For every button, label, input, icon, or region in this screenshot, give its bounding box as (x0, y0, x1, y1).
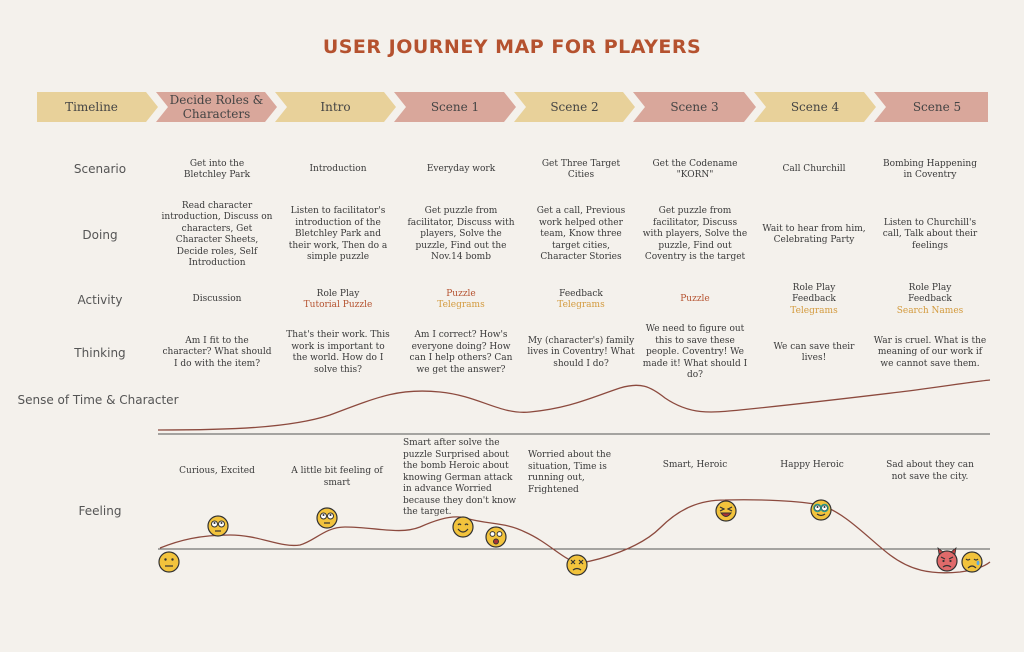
thinking-cell: My (character's) family lives in Coventr… (527, 335, 635, 369)
activity-item: Feedback (908, 294, 952, 305)
surprised-face-icon (485, 526, 507, 548)
rolling-eyes-face-icon (316, 507, 338, 529)
devil-face-icon (936, 547, 958, 572)
timeline-chevron (37, 92, 158, 122)
scenario-cell: Call Churchill (782, 164, 846, 175)
scenario-cell: Bombing Happening in Coventry (883, 158, 977, 181)
scenario-cell: Get into the Bletchley Park (183, 158, 251, 181)
timeline-label: Timeline (65, 100, 118, 114)
activity-item: Role Play (908, 282, 952, 293)
activity-cell: Discussion (158, 280, 276, 320)
neutral-face-icon (158, 551, 180, 573)
activity-item: Role Play (792, 282, 836, 293)
doing-cell: Get a call, Previous work helped other t… (536, 206, 626, 263)
timeline-chevron (275, 92, 396, 122)
feeling-cell: A little bit feeling of smart (291, 466, 383, 488)
smiling-face-icon (452, 516, 474, 538)
timeline-label: Scene 5 (912, 100, 962, 114)
doing-cell: Listen to Churchill's call, Talk about t… (882, 217, 978, 251)
thinking-cell: That's their work. This work is importan… (286, 330, 390, 375)
page-title: USER JOURNEY MAP FOR PLAYERS (322, 36, 702, 58)
timeline-label: Scene 4 (790, 100, 840, 114)
thinking-cell: We can save their lives! (773, 341, 855, 364)
thinking-cell: We need to figure out this to save these… (642, 324, 748, 381)
activity-item: Telegrams (557, 300, 605, 310)
timeline-label: Scene 1 (430, 100, 480, 114)
activity-item: Discussion (192, 294, 242, 305)
scenario-cell: Introduction (309, 164, 367, 175)
activity-item: Feedback (792, 294, 836, 305)
row-label-doing: Doing (82, 228, 118, 242)
feeling-cell: Smart after solve the puzzle Surprised a… (403, 438, 517, 517)
feeling-cell: Smart, Heroic (662, 460, 728, 470)
activity-item: Search Names (896, 305, 964, 316)
doing-cell: Listen to facilitator's introduction of … (288, 206, 388, 263)
timeline-bar (37, 92, 988, 122)
feeling-cell: Curious, Excited (179, 466, 255, 476)
feeling-cell: Happy Heroic (780, 460, 844, 470)
glasses-face-icon (810, 499, 832, 521)
rolling-eyes-face-icon (207, 515, 229, 537)
grinning-face-icon (715, 500, 737, 522)
timeline-chevron (156, 92, 277, 122)
row-label-sense: Sense of Time & Character (17, 393, 179, 407)
timeline-chevron (394, 92, 516, 122)
row-label-thinking: Thinking (74, 346, 126, 360)
timeline-chevron (633, 92, 756, 122)
activity-item: Feedback (559, 288, 603, 299)
activity-item: Tutorial Puzzle (303, 300, 373, 310)
doing-cell: Get puzzle from facilitator, Discuss wit… (407, 206, 515, 263)
activity-item: Puzzle (680, 294, 710, 305)
row-label-activity: Activity (77, 293, 123, 307)
timeline-label: Intro (320, 100, 351, 114)
thinking-cell: War is cruel. What is the meaning of our… (873, 335, 987, 369)
doing-cell: Get puzzle from facilitator, Discuss wit… (642, 206, 748, 263)
scenario-cell: Everyday work (426, 164, 496, 175)
dizzy-face-icon (566, 554, 588, 576)
thinking-cell: Am I fit to the character? What should I… (162, 335, 272, 369)
row-label-scenario: Scenario (73, 162, 127, 176)
timeline-chevron (514, 92, 635, 122)
row-label-feeling: Feeling (78, 504, 122, 518)
doing-cell: Read character introduction, Discuss on … (161, 200, 273, 269)
activity-item: Telegrams (790, 305, 838, 316)
thinking-cell: Am I correct? How's everyone doing? How … (409, 330, 513, 375)
activity-cell: Puzzle (639, 280, 751, 320)
feeling-cell: Sad about they can not save the city. (886, 460, 974, 482)
doing-cell: Wait to hear from him, Celebrating Party (762, 223, 866, 246)
timeline-label: Scene 2 (550, 100, 599, 114)
timeline-label: Scene 3 (670, 100, 719, 114)
scenario-cell: Get the Codename "KORN" (652, 158, 738, 181)
activity-item: Puzzle (446, 288, 476, 299)
timeline-chevron (754, 92, 876, 122)
activity-item: Role Play (316, 288, 360, 299)
activity-item: Telegrams (437, 300, 485, 310)
timeline-label: Decide Roles & Characters (169, 93, 264, 121)
feeling-cell: Worried about the situation, Time is run… (528, 450, 612, 495)
scenario-cell: Get Three Target Cities (541, 158, 621, 181)
timeline-chevron (874, 92, 988, 122)
sad-face-icon (961, 551, 983, 573)
sense-curve (157, 379, 991, 431)
